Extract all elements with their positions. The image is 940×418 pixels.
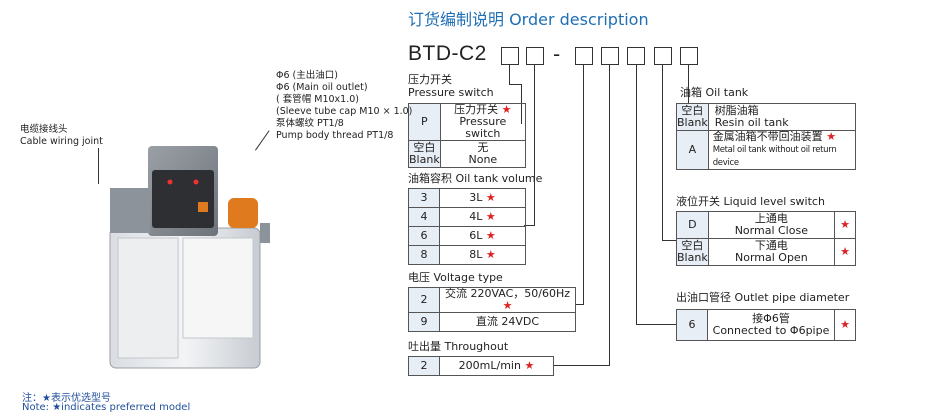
star-icon: ★ bbox=[485, 210, 496, 223]
star-icon: ★ bbox=[501, 103, 512, 116]
star-icon: ★ bbox=[524, 359, 535, 372]
page-title: 订货编制说明 Order description bbox=[408, 10, 649, 29]
option-code: 9 bbox=[408, 312, 440, 332]
connector-line bbox=[583, 64, 584, 304]
option-code: 2 bbox=[408, 356, 440, 376]
model-dash: - bbox=[553, 42, 561, 66]
oil-tank-volume-label: 油箱容积 Oil tank volume bbox=[408, 172, 543, 185]
star-icon: ★ bbox=[485, 248, 496, 261]
connector-line bbox=[509, 64, 510, 84]
pressure-switch-label: 压力开关 Pressure switch bbox=[408, 73, 494, 99]
throughout-label: 吐出量 Throughout bbox=[408, 340, 509, 353]
connector-line bbox=[575, 304, 584, 305]
option-code: 4 bbox=[408, 207, 440, 227]
code-box-throughout bbox=[601, 47, 619, 65]
code-box-voltage bbox=[575, 47, 593, 65]
option-code: 6 bbox=[408, 226, 440, 246]
code-box-outlet bbox=[627, 47, 645, 65]
code-box-volume bbox=[526, 47, 544, 65]
option-flag: ★ bbox=[834, 211, 856, 239]
liquid-level-label: 液位开关 Liquid level switch bbox=[676, 195, 825, 208]
callout-line bbox=[98, 148, 99, 184]
star-icon: ★ bbox=[840, 218, 850, 231]
code-box-tank bbox=[680, 47, 698, 65]
option-code: 3 bbox=[408, 188, 440, 208]
connector-line bbox=[553, 365, 610, 366]
code-box-level bbox=[654, 47, 672, 65]
option-desc: 3L ★ bbox=[439, 188, 526, 208]
option-code: 8 bbox=[408, 245, 440, 265]
oil-tank-label: 油箱 Oil tank bbox=[680, 86, 749, 99]
star-icon: ★ bbox=[485, 229, 496, 242]
connector-line bbox=[509, 84, 521, 85]
option-flag: ★ bbox=[834, 238, 856, 266]
lubrication-pump-illustration bbox=[109, 146, 270, 369]
star-icon: ★ bbox=[840, 318, 850, 331]
option-desc: 压力开关 ★ Pressure switch bbox=[439, 103, 527, 141]
option-code: A bbox=[676, 130, 709, 170]
option-code: 6 bbox=[676, 309, 708, 341]
connector-line bbox=[688, 64, 689, 104]
option-desc: 交流 220VAC，50/60Hz ★ bbox=[439, 287, 576, 313]
star-icon: ★ bbox=[826, 130, 837, 143]
star-icon: ★ bbox=[840, 245, 850, 258]
connector-line bbox=[636, 64, 637, 324]
connector-line bbox=[662, 240, 676, 241]
option-code: 2 bbox=[408, 287, 440, 313]
cable-joint-label: 电缆接线头 Cable wiring joint bbox=[20, 124, 103, 147]
option-flag: ★ bbox=[834, 309, 856, 341]
note-en: Note: ★indicates preferred model bbox=[22, 402, 191, 413]
connector-line bbox=[609, 64, 610, 365]
voltage-label: 电压 Voltage type bbox=[408, 271, 503, 284]
option-desc: 8L ★ bbox=[439, 245, 526, 265]
star-icon: ★ bbox=[485, 191, 496, 204]
code-box-pressure bbox=[501, 47, 519, 65]
option-desc: 6L ★ bbox=[439, 226, 526, 246]
note-cn: 注：★表示优选型号 bbox=[22, 393, 111, 404]
connector-line bbox=[524, 225, 535, 226]
option-desc: 4L ★ bbox=[439, 207, 526, 227]
option-desc: 金属油箱不带回油装置 ★Metal oil tank without oil r… bbox=[707, 130, 857, 170]
table-row: P 压力开关 ★ Pressure switch bbox=[408, 103, 527, 141]
table-row: A 金属油箱不带回油装置 ★Metal oil tank without oil… bbox=[676, 130, 857, 170]
connector-line bbox=[662, 64, 663, 240]
option-desc: 200mL/min ★ bbox=[439, 356, 554, 376]
option-code: D bbox=[676, 211, 709, 239]
connector-line bbox=[534, 64, 535, 225]
model-prefix: BTD-C2 bbox=[408, 42, 487, 65]
option-desc: 直流 24VDC bbox=[439, 312, 576, 332]
connector-line bbox=[636, 324, 676, 325]
star-icon: ★ bbox=[502, 299, 513, 312]
option-code: P bbox=[408, 103, 441, 141]
outlet-pipe-label: 出油口管径 Outlet pipe diameter bbox=[676, 291, 850, 304]
main-oil-outlet-label: Φ6 (主出油口) Φ6 (Main oil outlet) ( 套管帽 M10… bbox=[276, 70, 413, 141]
